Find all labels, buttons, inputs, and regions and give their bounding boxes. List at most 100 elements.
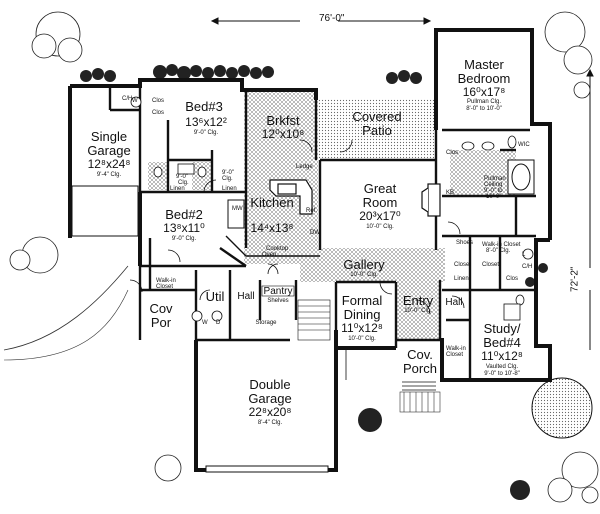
- entry-floor: [395, 280, 441, 340]
- master-bedroom-note-2: 8'-0" to 10'-0": [466, 106, 502, 112]
- l-label: L: [522, 252, 526, 258]
- washer-label-b: W: [132, 98, 138, 104]
- walkin-closet-master: Walk-in Closet: [482, 242, 521, 248]
- study-dims: 11⁰x12⁸: [481, 349, 523, 363]
- washer-label: W: [202, 320, 208, 326]
- kitchen-counter: [225, 235, 320, 257]
- study-label: Study/: [483, 321, 521, 336]
- entry-note: 10'-0" Clg.: [404, 308, 432, 314]
- formal-dining-note: 10'-0" Clg.: [348, 336, 376, 342]
- shoes-label: Shoes: [456, 240, 474, 246]
- pullman-ceiling: Pullman: [484, 176, 506, 182]
- study-note-2: 9'-0" to 10'-8": [484, 371, 520, 377]
- study-label-2: Bed#4: [483, 335, 521, 350]
- kitchen-dims: 14⁴x13⁸: [250, 221, 294, 235]
- linen-label-b: Linen: [222, 186, 237, 192]
- width-dimension-line: [210, 17, 432, 25]
- ceiling-note-b: 9'-0": [222, 170, 234, 176]
- brkfst-label: Brkfst: [266, 113, 300, 128]
- single-garage-door: [71, 185, 139, 237]
- covered-patio-label-2: Patio: [362, 123, 392, 138]
- formal-dining-dims: 11⁰x12⁸: [341, 321, 383, 335]
- double-garage-dims: 22⁸x20⁸: [248, 405, 292, 419]
- walkin-closet-study: Walk-in: [446, 346, 466, 352]
- driveway-edge: [3, 265, 129, 351]
- master-bedroom-note: Pullman Clg.: [466, 99, 502, 105]
- linen-label-c: Linen: [454, 276, 469, 282]
- front-steps: [345, 350, 436, 391]
- ceiling-note-a: 9'-0": [176, 174, 188, 180]
- mw-label: MW: [232, 206, 243, 212]
- bed3-note: 9'-0" Clg.: [193, 130, 219, 136]
- great-room-label: Great: [363, 181, 397, 196]
- single-garage-dims: 12⁸x24⁸: [87, 157, 131, 171]
- depth-dimension: 72'-2": [569, 266, 581, 292]
- bed3-label: Bed#3: [185, 99, 223, 114]
- walkin-closet-left: Walk-in: [156, 278, 176, 284]
- great-room-note: 10'-0" Clg.: [366, 224, 394, 230]
- bed2-dims: 13⁸x11⁰: [163, 221, 205, 235]
- double-garage-note: 8'-4" Clg.: [257, 420, 283, 426]
- ledge-label: Ledge: [296, 164, 313, 170]
- double-garage-door: [205, 465, 329, 473]
- gallery-label: Gallery: [343, 257, 385, 272]
- master-bedroom-label: Master: [464, 57, 504, 72]
- storage-label: Storage: [255, 320, 277, 326]
- master-tub: [507, 159, 535, 195]
- landscape-shrubs: [9, 11, 599, 504]
- bed2-note: 9'-0" Clg.: [171, 236, 197, 242]
- covered-patio-floor: [318, 99, 436, 161]
- brkfst-dims: 12⁰x10⁸: [261, 127, 305, 141]
- hall-left-label: Hall: [237, 291, 255, 302]
- gallery-floor: [300, 248, 445, 282]
- hall-right-label: Hall: [445, 297, 463, 308]
- door-swings: [129, 139, 465, 315]
- pullman-ceiling-3: 9'-0" to: [484, 188, 503, 194]
- bath-fixtures: [130, 96, 534, 322]
- single-garage-label: Single: [90, 129, 128, 144]
- walkin-closet-master-2: 8'-0" Clg.: [486, 248, 511, 254]
- double-garage-label: Double: [249, 377, 291, 392]
- clos-label-c: Clos: [506, 276, 519, 282]
- wic-label: WIC: [518, 142, 530, 148]
- kitchen-island: [269, 179, 313, 215]
- clos-label-b: Clos: [152, 110, 165, 116]
- cov-por-label-2: Por: [150, 315, 172, 330]
- entry-label: Entry: [402, 293, 434, 308]
- kitchen-label: Kitchen: [250, 195, 294, 210]
- pullman-ceiling-4: 10'-0": [486, 194, 502, 200]
- master-bedroom-dims: 16⁰x17⁸: [462, 85, 506, 99]
- cov-porch-label-2: Porch: [403, 361, 437, 376]
- ch-label-b: C/H: [522, 264, 533, 270]
- dryer-label: D: [216, 320, 221, 326]
- pantry-note: Shelves: [267, 298, 289, 304]
- cooktop-label: Cooktop: [266, 246, 289, 252]
- ceiling-note-b2: Clg.: [222, 176, 233, 182]
- big-bush: [531, 377, 593, 439]
- double-garage-label-2: Garage: [248, 391, 292, 406]
- clos-label-d: Clos: [446, 150, 459, 156]
- width-dimension: 76'-0": [319, 13, 345, 24]
- ceiling-note-a2: Clg.: [178, 180, 189, 186]
- oven-label: Oven: [262, 252, 277, 258]
- interior-walls: [108, 86, 536, 378]
- single-garage-note: 9'-4" Clg.: [96, 172, 122, 178]
- linen-label-a: Linen: [170, 186, 185, 192]
- kitchen-floor: [244, 92, 318, 264]
- pantry-label: Pantry: [263, 286, 293, 297]
- ref-label: Ref.: [306, 208, 318, 214]
- bed2-label: Bed#2: [165, 207, 203, 222]
- formal-dining-label-2: Dining: [343, 307, 381, 322]
- cov-por-label: Cov: [149, 301, 173, 316]
- great-room-label-2: Room: [362, 195, 398, 210]
- great-room-dims: 20³x17⁰: [359, 209, 401, 223]
- closet-label-a: Closet: [454, 262, 472, 268]
- util-label: Util: [205, 289, 225, 304]
- gallery-note: 10'-0" Clg.: [350, 272, 378, 278]
- dw-label: DW: [310, 230, 320, 236]
- study-note: Vaulted Clg.: [485, 364, 519, 370]
- kb-label: KB: [446, 190, 455, 196]
- pullman-ceiling-2: Ceiling: [484, 182, 503, 188]
- master-bedroom-label-2: Bedroom: [457, 71, 511, 86]
